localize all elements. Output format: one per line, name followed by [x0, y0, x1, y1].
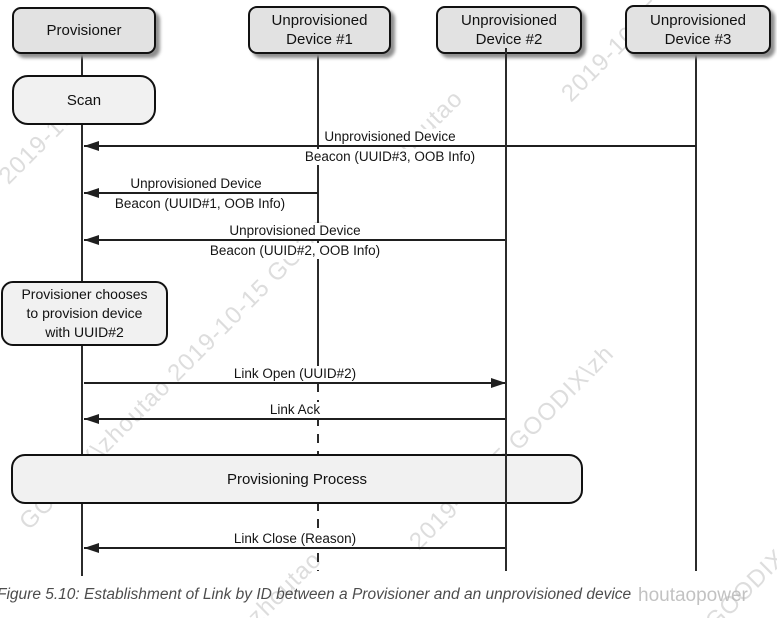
choose-label-line: with UUID#2	[45, 324, 124, 340]
message-label: Unprovisioned Device	[127, 176, 265, 192]
message-label: Beacon (UUID#1, OOB Info)	[111, 196, 289, 212]
actor-device-2: Unprovisioned Device #2	[436, 6, 582, 54]
arrowhead-left-icon	[84, 543, 99, 553]
message-line-beacon-2	[84, 239, 506, 241]
actor-label: Unprovisioned	[461, 12, 557, 29]
actor-label: Device #1	[286, 31, 353, 48]
lifeline-device-3	[695, 48, 697, 571]
arrowhead-right-icon	[491, 378, 506, 388]
choose-label-line: Provisioner chooses	[21, 286, 148, 302]
choose-note: Provisioner chooses to provision device …	[1, 281, 168, 346]
choose-label-line: to provision device	[26, 305, 143, 321]
actor-provisioner: Provisioner	[12, 7, 156, 54]
message-line-link-close	[84, 547, 506, 549]
actor-label: Provisioner	[46, 22, 122, 39]
message-label: Link Open (UUID#2)	[230, 366, 360, 382]
message-line-beacon-1	[84, 192, 318, 194]
message-label: Link Ack	[266, 402, 324, 418]
actor-label: Unprovisioned	[271, 12, 368, 29]
actor-label: Device #2	[475, 31, 543, 48]
message-label: Beacon (UUID#3, OOB Info)	[301, 149, 479, 165]
lifeline-device-2	[505, 48, 507, 571]
actor-device-1: Unprovisioned Device #1	[248, 6, 391, 54]
message-line-link-ack	[84, 418, 506, 420]
arrowhead-left-icon	[84, 414, 99, 424]
arrowhead-left-icon	[84, 235, 99, 245]
message-label: Beacon (UUID#2, OOB Info)	[206, 243, 384, 259]
arrowhead-left-icon	[84, 141, 99, 151]
watermark-text: 2019-10-15 GOODIX\zh	[404, 339, 620, 556]
figure-caption: Figure 5.10: Establishment of Link by ID…	[0, 586, 632, 603]
process-label: Provisioning Process	[226, 470, 368, 488]
message-line-beacon-3	[84, 145, 696, 147]
message-line-link-open	[84, 382, 506, 384]
watermark-text: houtaopower	[638, 585, 748, 606]
actor-label: Device #3	[664, 30, 732, 48]
arrowhead-left-icon	[84, 188, 99, 198]
scan-note: Scan	[12, 75, 156, 125]
lifeline-device-1-solid	[317, 48, 319, 383]
actor-label: Unprovisioned	[650, 11, 746, 29]
message-label: Unprovisioned Device	[226, 223, 364, 239]
watermark-text: 1X\zhoutao	[215, 546, 328, 618]
actor-device-3: Unprovisioned Device #3	[625, 5, 771, 54]
process-note: Provisioning Process	[11, 454, 583, 504]
message-label: Link Close (Reason)	[230, 531, 360, 547]
scan-label: Scan	[66, 91, 102, 109]
message-label: Unprovisioned Device	[321, 129, 459, 145]
